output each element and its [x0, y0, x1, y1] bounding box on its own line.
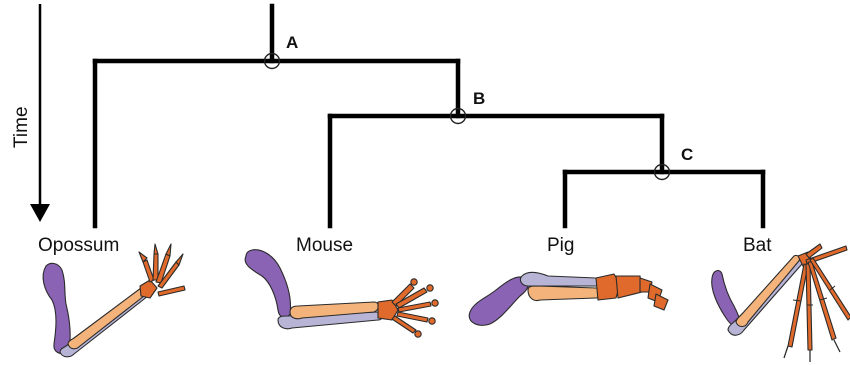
- opossum-forelimb-illustration: [43, 244, 185, 357]
- bat-digit-4: [806, 264, 812, 350]
- node-c-label: C: [681, 145, 693, 164]
- pig-hoof: [654, 294, 668, 310]
- opossum-claw-3: [166, 244, 171, 256]
- mouse-phalanx-tip-2: [427, 285, 433, 291]
- mouse-phalanx-tip-5: [415, 331, 421, 337]
- time-axis: Time: [11, 4, 50, 222]
- time-label: Time: [11, 106, 32, 148]
- bat-humerus: [712, 271, 740, 327]
- time-arrow-head: [30, 204, 50, 222]
- taxon-label-opossum: Opossum: [38, 235, 119, 256]
- opossum-radius: [68, 288, 146, 349]
- bat-forelimb-illustration: [712, 244, 850, 362]
- mouse-phalanx-tip-3: [432, 300, 438, 306]
- bat-wing-strut-1: [784, 346, 788, 358]
- pig-ulna: [520, 272, 600, 286]
- opossum-humerus: [43, 263, 70, 353]
- node-b-label: B: [473, 89, 485, 108]
- opossum-claw-2: [154, 244, 158, 254]
- node-a-label: A: [286, 33, 298, 52]
- mouse-phalanx-tip-4: [429, 318, 435, 324]
- mouse-phalanx-tip-1: [411, 279, 417, 285]
- opossum-carpals: [140, 280, 157, 298]
- mouse-humerus: [245, 250, 290, 318]
- taxon-label-bat: Bat: [743, 235, 772, 256]
- phylogenetic-tree: A B C: [95, 6, 763, 226]
- bat-radius: [736, 255, 800, 326]
- pig-metacarpals: [616, 276, 642, 298]
- pig-forelimb-illustration: [469, 272, 668, 325]
- opossum-digit-2: [153, 254, 158, 280]
- pig-humerus: [469, 277, 529, 325]
- taxon-label-mouse: Mouse: [296, 235, 353, 256]
- opossum-claw-4: [176, 254, 183, 265]
- bat-wing-strut-3: [834, 340, 840, 352]
- mouse-forelimb-illustration: [245, 250, 438, 338]
- opossum-digit-1: [143, 260, 154, 282]
- taxon-labels: Opossum Mouse Pig Bat: [38, 235, 772, 256]
- pig-radius: [528, 286, 601, 301]
- taxon-label-pig: Pig: [547, 235, 574, 256]
